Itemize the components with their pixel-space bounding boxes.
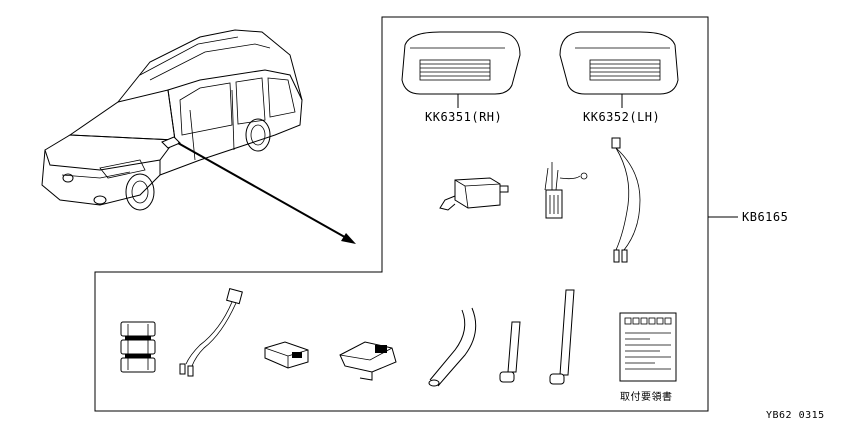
mirror-lh-label: KK6352(LH) [583,110,660,124]
connector-small [264,341,309,369]
manual-label: 取付要領書 [620,390,673,403]
mirror-cover-lh [559,31,679,108]
wire-harness-connector [544,162,588,219]
sensor-wire [179,288,243,377]
cable-tie-short [499,321,521,383]
kit-label: KB6165 [742,210,788,224]
connector-clip [339,341,397,381]
control-module [439,177,509,211]
drawing-code: YB62 0315 [766,410,825,421]
leader-arrow [177,142,356,244]
adhesive-pads [120,321,156,373]
mirror-rh-label: KK6351(RH) [425,110,502,124]
car-illustration [41,29,303,211]
corrugated-tube [428,307,477,387]
extension-wire [611,137,641,263]
parts-frame [94,16,709,412]
mirror-cover-rh [401,31,521,108]
cable-tie-long [549,289,575,385]
instruction-manual [619,312,677,382]
